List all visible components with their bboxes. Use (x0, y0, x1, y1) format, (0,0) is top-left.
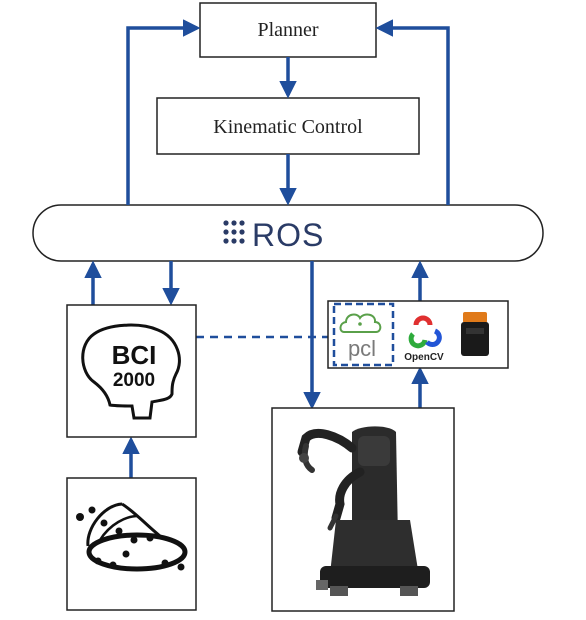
pcl-cloud-icon (339, 313, 382, 333)
arrows (84, 19, 450, 478)
lidar-sensor-icon (461, 312, 489, 356)
planner-box: Planner (199, 2, 377, 58)
bci-label-line1: BCI (112, 340, 157, 370)
bci-label-line2: 2000 (113, 370, 155, 391)
pcl-label: pcl (348, 336, 376, 361)
kinematic-control-box: Kinematic Control (156, 97, 420, 155)
robot-box (271, 407, 455, 612)
pcl-dashed-frame (332, 302, 395, 367)
planner-label: Planner (257, 19, 318, 41)
bci2000-box: BCI 2000 (66, 304, 197, 438)
sensors-box: pcl OpenCV (327, 300, 509, 369)
arrow-ros-to-planner-left (126, 19, 201, 205)
arrow-ros-to-planner-right (375, 19, 450, 205)
kinematic-control-label: Kinematic Control (213, 116, 363, 138)
ros-bus: ROS (32, 204, 544, 262)
head-outline-icon (81, 323, 181, 420)
eeg-headset-icon (76, 502, 188, 572)
mobile-manipulator-robot-icon (297, 426, 430, 596)
opencv-label: OpenCV (404, 352, 444, 363)
eeg-headset-box (66, 477, 197, 611)
opencv-logo-icon (408, 315, 442, 349)
ros-logo-dots-icon (223, 220, 245, 244)
ros-label: ROS (252, 217, 324, 253)
